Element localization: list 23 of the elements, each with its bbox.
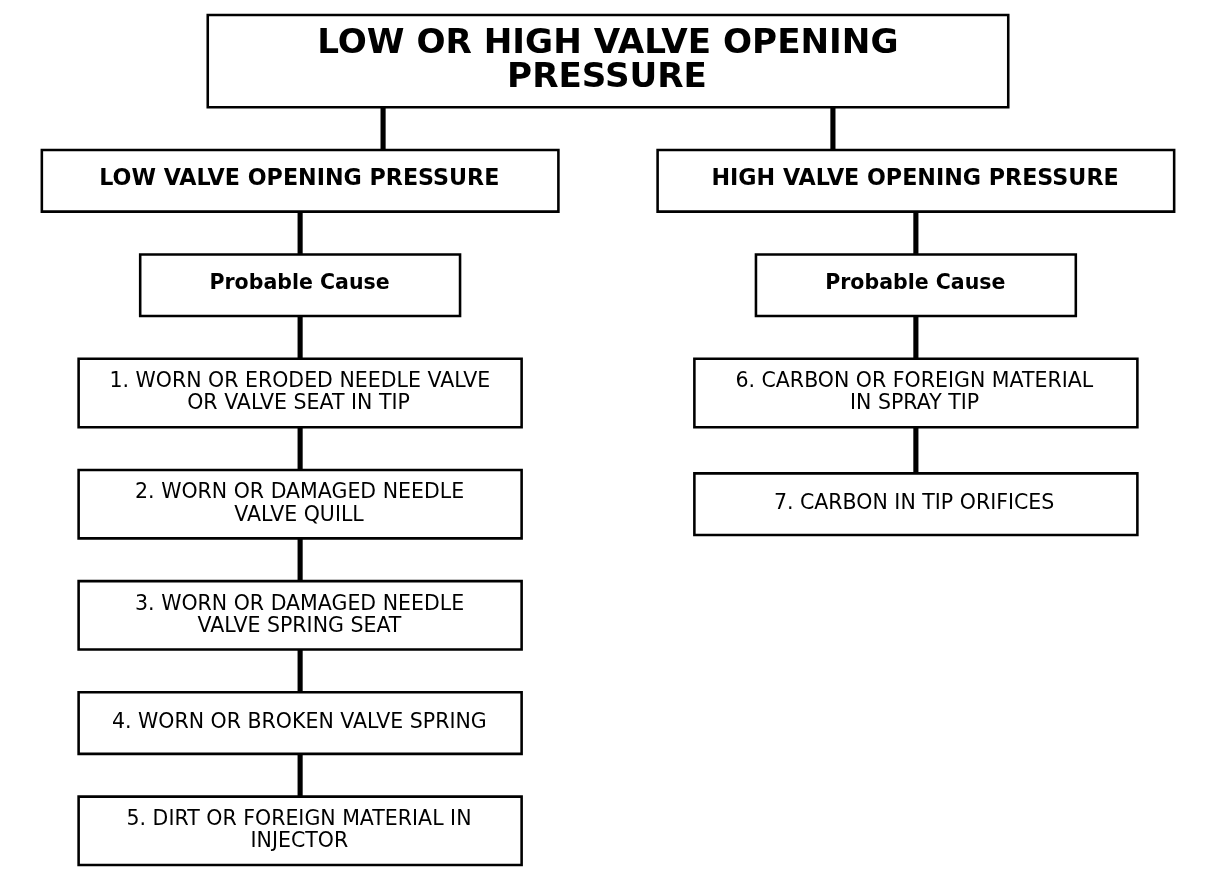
node-box: HIGH VALVE OPENING PRESSURE xyxy=(655,148,1175,213)
node-box: 1. WORN OR ERODED NEEDLE VALVE OR VALVE SEAT IN TIP xyxy=(76,357,523,429)
node-box: 2. WORN OR DAMAGED NEEDLE VALVE QUILL xyxy=(76,468,523,540)
connector xyxy=(297,316,303,359)
connector xyxy=(297,212,303,254)
connector xyxy=(297,538,303,581)
node-box: 4. WORN OR BROKEN VALVE SPRING xyxy=(76,691,523,756)
connector xyxy=(297,427,303,470)
connector xyxy=(912,212,918,254)
connector xyxy=(912,427,918,473)
node-box: 7. CARBON IN TIP ORIFICES xyxy=(692,472,1139,537)
connector xyxy=(297,754,303,797)
connector xyxy=(297,650,303,693)
node-box: Probable Cause xyxy=(138,253,461,318)
node-box: LOW VALVE OPENING PRESSURE xyxy=(40,148,560,213)
node-box: 3. WORN OR DAMAGED NEEDLE VALVE SPRING SEAT xyxy=(76,579,523,651)
connector xyxy=(912,316,918,359)
node-box: 6. CARBON OR FOREIGN MATERIAL IN SPRAY TIP xyxy=(692,357,1139,429)
node-box: LOW OR HIGH VALVE OPENING PRESSURE xyxy=(205,13,1010,109)
node-box: Probable Cause xyxy=(754,253,1077,318)
connector xyxy=(829,107,835,151)
connector xyxy=(380,107,386,151)
node-box: 5. DIRT OR FOREIGN MATERIAL IN INJECTOR xyxy=(76,795,523,867)
